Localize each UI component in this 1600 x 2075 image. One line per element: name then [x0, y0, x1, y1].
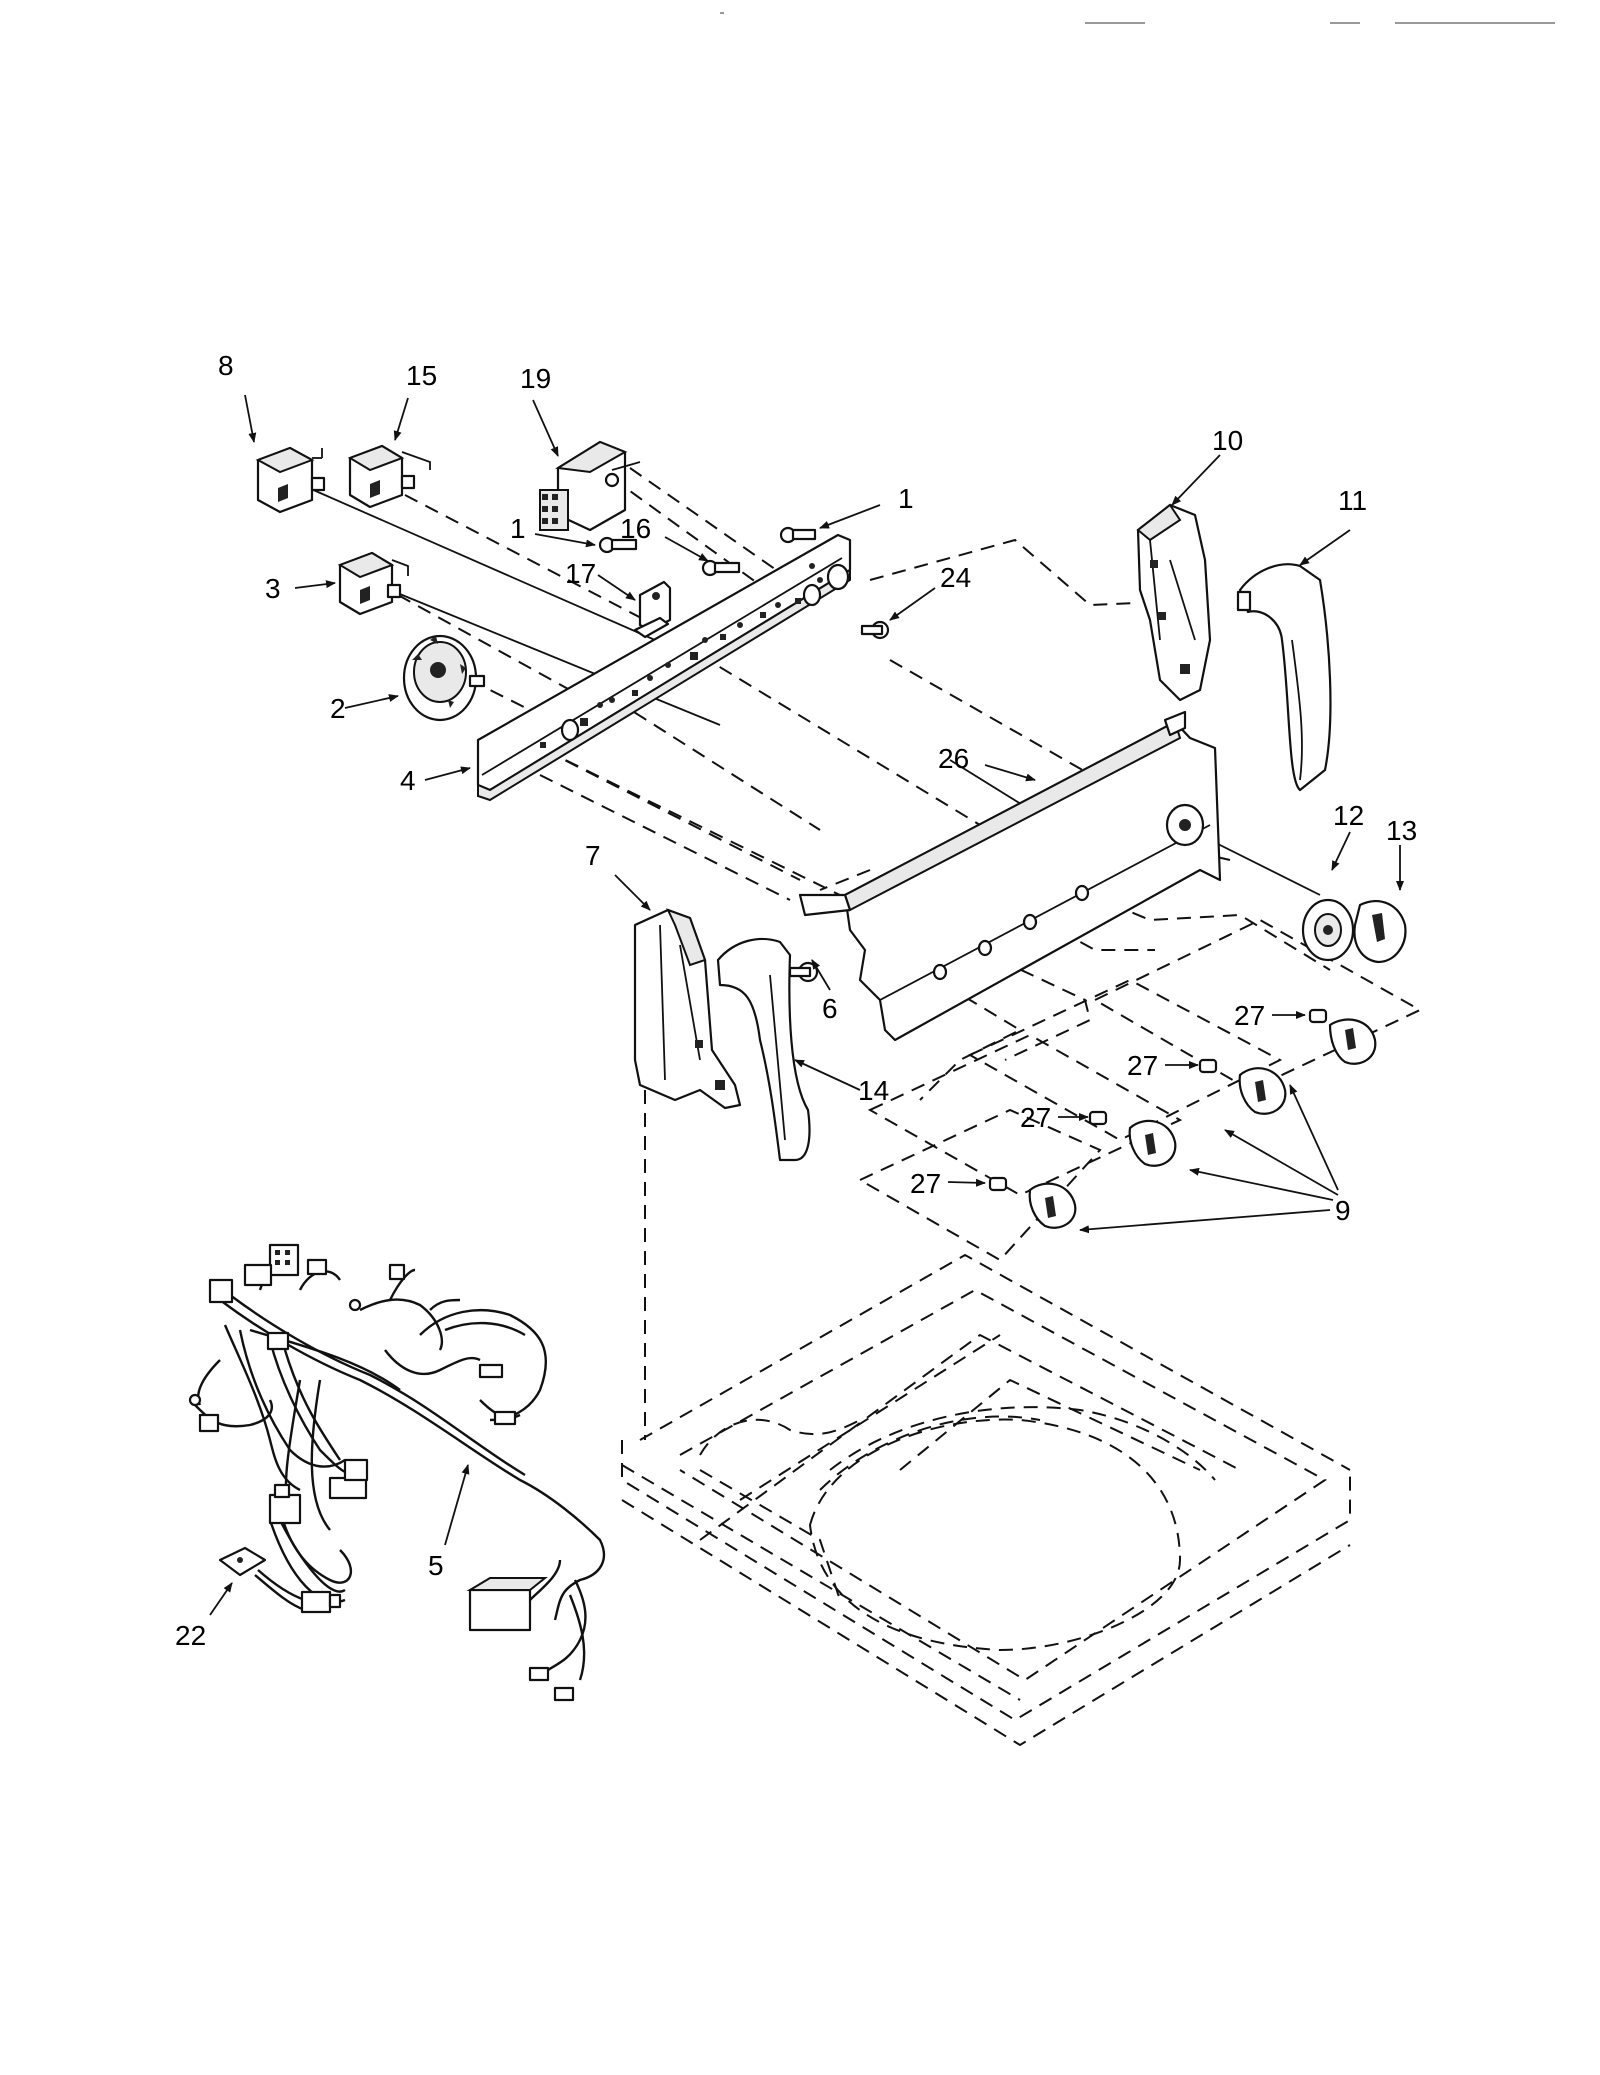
label-9: 9	[1335, 1195, 1351, 1226]
label-19: 19	[520, 363, 551, 394]
part-2-selector	[402, 634, 486, 722]
label-7: 7	[585, 840, 601, 871]
label-11: 11	[1338, 485, 1367, 516]
part-12-knob-skirt	[1301, 898, 1355, 962]
washer-top-outline	[621, 1253, 1351, 1747]
label-17: 17	[565, 558, 596, 589]
label-13: 13	[1386, 815, 1417, 846]
screw-6	[788, 961, 819, 983]
part-7-end-cap	[633, 908, 742, 1110]
label-8: 8	[218, 350, 234, 381]
label-1-left: 1	[510, 513, 526, 544]
label-27-b: 27	[1127, 1050, 1158, 1081]
part-27-knob-3	[1088, 1110, 1177, 1167]
part-27-knob-4	[988, 1176, 1077, 1229]
part-22-sensor	[218, 1546, 342, 1614]
screws	[598, 526, 890, 983]
part-19-timer	[539, 440, 641, 532]
label-27-c: 27	[1020, 1102, 1051, 1133]
label-5: 5	[428, 1550, 444, 1581]
part-26-console	[798, 710, 1222, 1042]
label-16: 16	[620, 513, 651, 544]
part-13-knob	[1353, 900, 1407, 964]
label-14: 14	[858, 1075, 889, 1106]
scan-specks	[720, 12, 1555, 24]
part-number-labels: 8 15 19 1 1 16 17 24 3 2 4 10 11 26 12 1…	[175, 350, 1417, 1651]
label-1-top: 1	[898, 483, 914, 514]
part-27-knob-1	[1308, 1008, 1377, 1065]
part-11-end-trim	[1236, 563, 1332, 792]
screw-24	[860, 620, 890, 640]
label-12: 12	[1333, 800, 1364, 831]
part-10-end-cap	[1136, 503, 1212, 702]
part-5-wire-harness	[188, 1243, 606, 1702]
part-15-switch	[347, 444, 431, 509]
part-14-end-trim	[716, 938, 811, 1162]
label-26: 26	[938, 743, 969, 774]
label-27-d: 27	[910, 1168, 941, 1199]
label-15: 15	[406, 360, 437, 391]
part-8-switch	[255, 446, 326, 514]
part-17-bracket	[633, 580, 672, 639]
label-4: 4	[400, 765, 416, 796]
label-10: 10	[1212, 425, 1243, 456]
screw-1a	[598, 536, 638, 554]
assembly-guide-lines	[397, 467, 1423, 1440]
screw-1b	[779, 526, 817, 544]
label-2: 2	[330, 693, 346, 724]
label-3: 3	[265, 573, 281, 604]
label-24: 24	[940, 562, 971, 593]
part-4-control-board	[476, 533, 852, 802]
part-27-knob-2	[1198, 1058, 1287, 1115]
leader-lines	[209, 394, 1404, 1616]
label-27-a: 27	[1234, 1000, 1265, 1031]
screw-16	[701, 559, 741, 577]
label-6: 6	[822, 993, 838, 1024]
label-22: 22	[175, 1620, 206, 1651]
part-3-switch	[337, 551, 409, 616]
